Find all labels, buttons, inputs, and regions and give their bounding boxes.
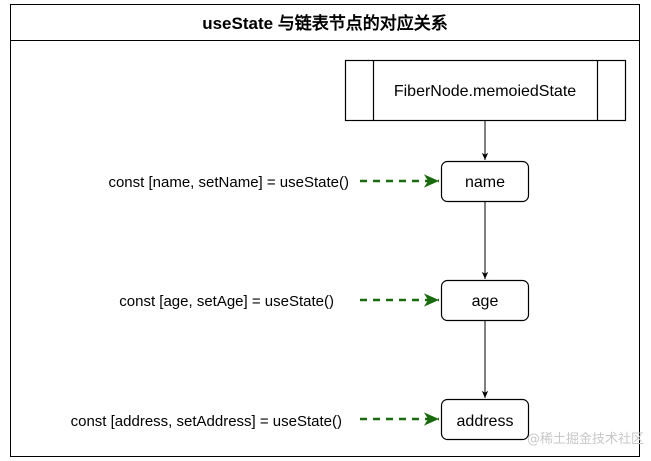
list-node-age: age	[440, 279, 530, 322]
diagram-title: useState 与链表节点的对应关系	[202, 13, 448, 33]
node-label: address	[457, 413, 514, 430]
list-node-name: name	[440, 160, 530, 203]
code-label-name: const [name, setName] = useState()	[108, 174, 349, 191]
node-label: age	[472, 293, 499, 310]
code-label-address: const [address, setAddress] = useState()	[71, 413, 342, 430]
code-label-age: const [age, setAge] = useState()	[119, 293, 334, 310]
node-box	[440, 279, 530, 322]
head-node: FiberNode.memoiedState	[344, 59, 627, 122]
node-label: name	[465, 174, 505, 191]
watermark: @稀土掘金技术社区	[527, 431, 644, 447]
head-node-label: FiberNode.memoiedState	[394, 83, 576, 100]
node-box	[440, 160, 530, 203]
node-box	[440, 398, 530, 441]
head-node-box	[344, 59, 627, 122]
list-node-address: address	[440, 398, 530, 441]
